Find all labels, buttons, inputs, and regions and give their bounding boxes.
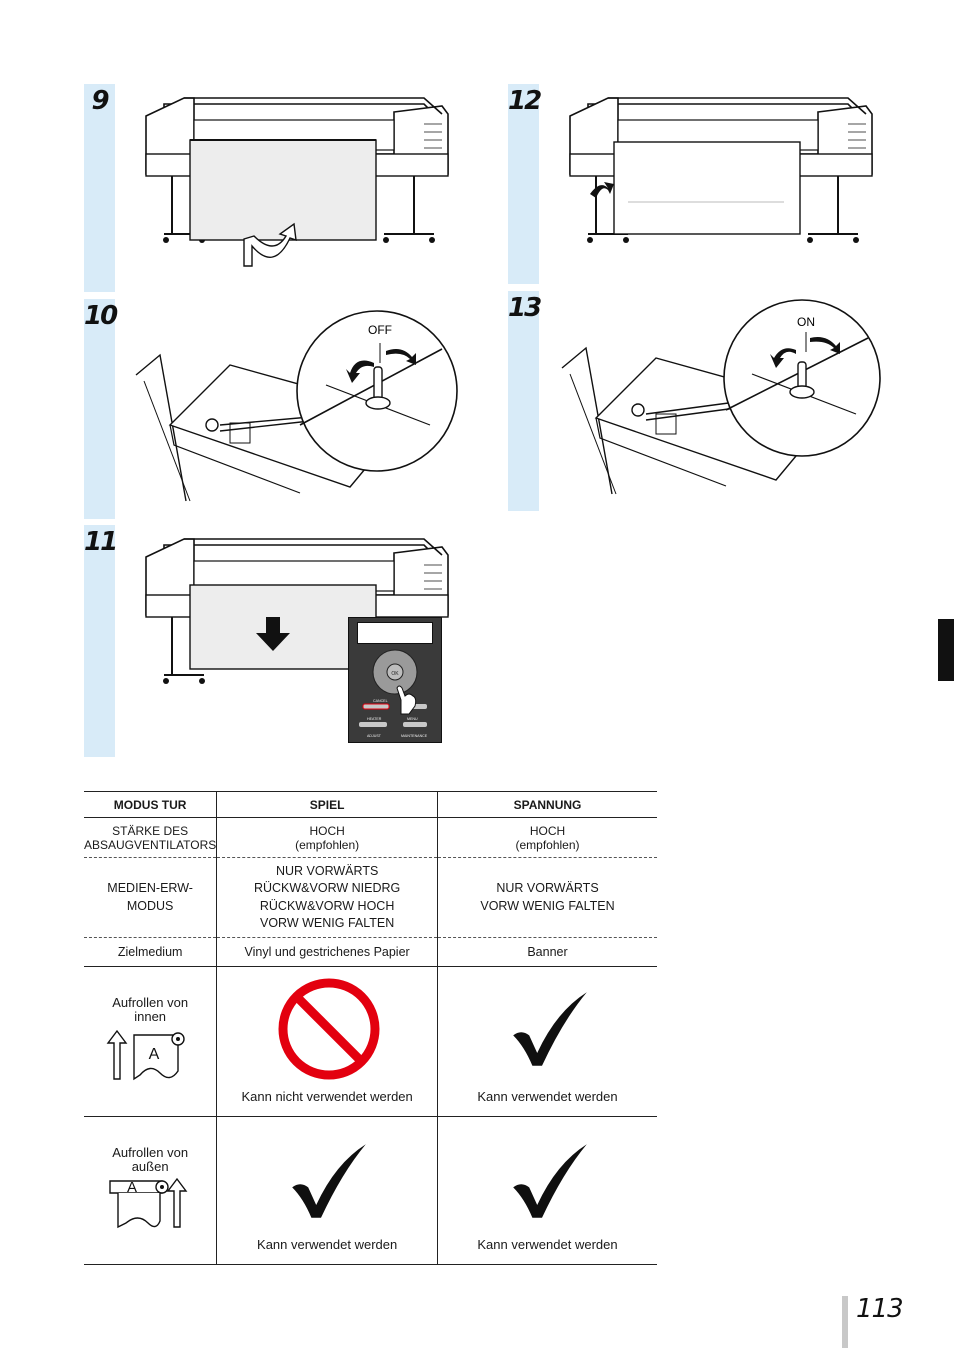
step-number: 9 <box>91 86 109 116</box>
adjust-key-label: ADJUST <box>367 734 382 738</box>
spiel-cell: Kann nicht verwendet werden <box>216 966 438 1117</box>
spannung-cell: Kann verwendet werden <box>437 1116 657 1265</box>
step-11-bar: 11 <box>84 525 118 757</box>
row-label: Zielmedium <box>84 937 217 967</box>
inner-winding-icon: A <box>106 1029 185 1081</box>
power-switch-off-illustration: OFF <box>130 305 460 505</box>
spannung-cell: Banner <box>437 937 657 967</box>
page-number-bar <box>842 1296 848 1348</box>
spiel-cell: HOCH(empfohlen) <box>216 817 438 858</box>
header-modus-tur: MODUS TUR <box>84 791 217 818</box>
menu-key-label: MENU <box>407 717 418 721</box>
table-header-row: MODUS TUR SPIEL SPANNUNG <box>84 791 657 818</box>
power-switch-on-illustration: ON <box>556 298 886 498</box>
step-13-bar: 13 <box>508 291 542 511</box>
step-number: 11 <box>84 527 118 557</box>
step-9-bar: 9 <box>84 84 115 292</box>
step-number: 12 <box>508 86 542 116</box>
spiel-cell: Kann verwendet werden <box>216 1116 438 1265</box>
ok-key-label: OK <box>391 671 399 677</box>
on-label: ON <box>797 315 815 329</box>
panel-display <box>357 622 433 644</box>
check-icon <box>289 1141 369 1221</box>
svg-text:A: A <box>149 1046 160 1063</box>
step-number: 10 <box>84 301 118 331</box>
spannung-cell: Kann verwendet werden <box>437 966 657 1117</box>
outer-winding-icon: A <box>109 1177 188 1229</box>
maintenance-key-label: MAINTENANCE <box>401 734 428 738</box>
chapter-tab <box>938 619 954 681</box>
prohibited-icon <box>278 978 380 1080</box>
cancel-key-label: CANCEL <box>373 699 388 703</box>
page-number: 113 <box>856 1294 904 1324</box>
header-spannung: SPANNUNG <box>437 791 657 818</box>
spiel-cell: Vinyl und gestrichenes Papier <box>216 937 438 967</box>
row-label: MEDIEN-ERW-MODUS <box>84 857 217 938</box>
heater-key-label: HEATER <box>367 717 382 721</box>
step-number: 13 <box>508 293 542 323</box>
printer-illustration-step-9 <box>124 84 464 274</box>
header-spiel: SPIEL <box>216 791 438 818</box>
off-label: OFF <box>368 323 392 337</box>
spannung-cell: HOCH(empfohlen) <box>437 817 657 858</box>
check-icon <box>510 1141 590 1221</box>
check-icon <box>510 989 590 1069</box>
operation-panel: OK CANCEL HEATER MENU ADJUST MAINTENANCE <box>348 617 442 743</box>
step-10-bar: 10 <box>84 299 118 519</box>
step-12-bar: 12 <box>508 84 542 284</box>
printer-illustration-step-11 <box>124 525 464 715</box>
printer-illustration-step-12 <box>548 84 888 274</box>
svg-text:A: A <box>127 1179 137 1196</box>
table-row: Zielmedium Vinyl und gestrichenes Papier… <box>84 937 657 967</box>
